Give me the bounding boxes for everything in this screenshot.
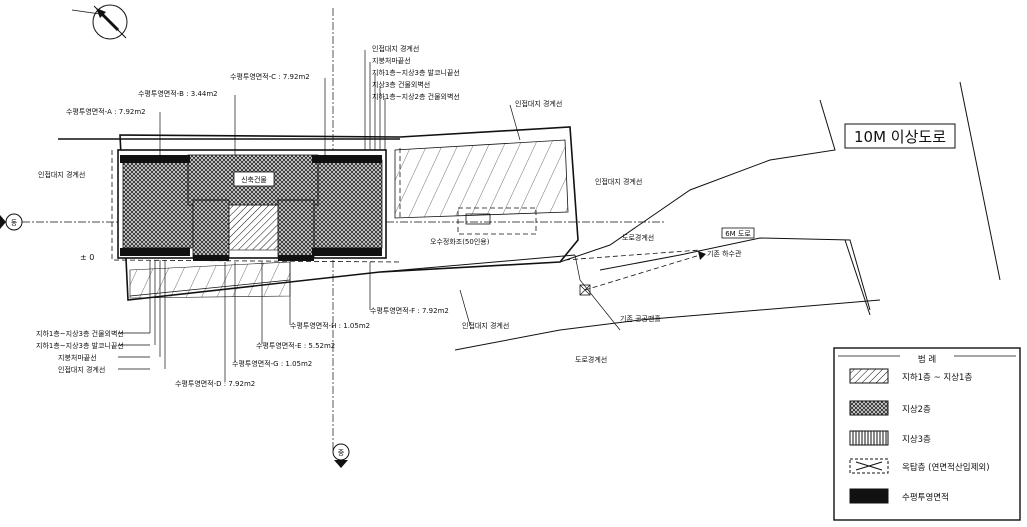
septic-tank: 오수정화조(50인용) [430, 207, 537, 246]
callout-adj-right: 인접대지 경계선 [595, 177, 642, 186]
section-marker-left: 동 [0, 213, 23, 231]
legend-item-2f: 지상2층 [849, 400, 931, 416]
callout-area-h: 수평투영면적-H : 1.05m2 [290, 321, 370, 330]
legend-item-label: 지상3층 [902, 434, 931, 445]
callout-road-boundary-2: 도로경계선 [575, 355, 607, 364]
section-marker-bottom-label: 중 [338, 449, 345, 457]
callout-sewer: 기존 하수관 [707, 249, 742, 258]
callout-road-boundary-1: 도로경계선 [622, 233, 654, 242]
legend-item-label: 옥탑층 (연면적산입제외) [902, 462, 990, 473]
callout-top-1: 인접대지 경계선 [372, 44, 419, 53]
legend-title: 범 례 [918, 354, 936, 365]
legend-item-label: 지상2층 [902, 404, 931, 415]
callout-left-1: 지하1층~지상3층 건물외벽선 [36, 329, 124, 338]
legend-item-projection-area: 수평투영면적 [849, 488, 949, 504]
sewer-line [579, 251, 706, 296]
callout-area-d: 수평투영면적-D : 7.92m2 [175, 379, 255, 388]
callout-adj-bottom: 인접대지 경계선 [462, 321, 509, 330]
callout-left-2: 지하1층~지상3층 발코니끝선 [36, 341, 124, 350]
callout-adj-left: 인접대지 경계선 [38, 170, 85, 179]
callout-area-b: 수평투영면적-B : 3.44m2 [138, 89, 218, 98]
callout-adj-top: 인접대지 경계선 [515, 99, 562, 108]
legend-item-basement-1f: 지하1층 ~ 지상1층 [849, 368, 972, 384]
callout-left-3: 지붕처마끝선 [58, 353, 97, 362]
legend-item-label: 수평투영면적 [902, 492, 949, 503]
roads [379, 81, 1001, 351]
parking-lot [129, 139, 569, 299]
callout-area-a: 수평투영면적-A : 7.92m2 [66, 107, 146, 116]
callout-top-3: 지하1층~지상3층 발코니끝선 [372, 68, 460, 77]
leader-lines [118, 50, 521, 382]
section-marker-left-label: 동 [11, 219, 18, 227]
callout-top-2: 지붕처마끝선 [372, 56, 411, 65]
road-width-label: 10M 이상도로 [854, 128, 946, 146]
legend-item-3f: 지상3층 [849, 430, 931, 446]
callout-left-4: 인접대지 경계선 [58, 365, 105, 374]
north-arrow-icon [71, 4, 128, 40]
legend-item-rooftop: 옥탑층 (연면적산입제외) [849, 458, 990, 474]
septic-label: 오수정화조(50인용) [430, 237, 490, 246]
callout-area-f: 수평투영면적-F : 7.92m2 [370, 306, 449, 315]
callout-area-e: 수평투영면적-E : 5.52m2 [256, 341, 335, 350]
callout-manhole: 기존 공공맨홀 [620, 314, 661, 323]
new-building-label: 신축건물 [241, 175, 267, 184]
callout-area-c: 수평투영면적-C : 7.92m2 [230, 72, 310, 81]
road-tag-label: 6M 도로 [725, 230, 751, 238]
building-footprint: 신축건물 [117, 149, 387, 261]
callout-top-4: 지상3층 건물외벽선 [372, 80, 430, 89]
callout-area-g: 수평투영면적-G : 1.05m2 [232, 359, 312, 368]
road-label-box: 10M 이상도로 [844, 123, 956, 149]
zero-level-mark: ± 0 [80, 253, 94, 262]
section-marker-bottom: 중 [332, 443, 350, 468]
legend: 범 례 지하1층 ~ 지상1층 지상2층 지상3층 옥탑층 (연면적산입제외) … [833, 347, 1021, 521]
callout-top-5: 지하1층~지상2층 건물외벽선 [372, 92, 460, 101]
legend-item-label: 지하1층 ~ 지상1층 [902, 372, 972, 383]
road-tag: 6M 도로 [721, 227, 755, 239]
